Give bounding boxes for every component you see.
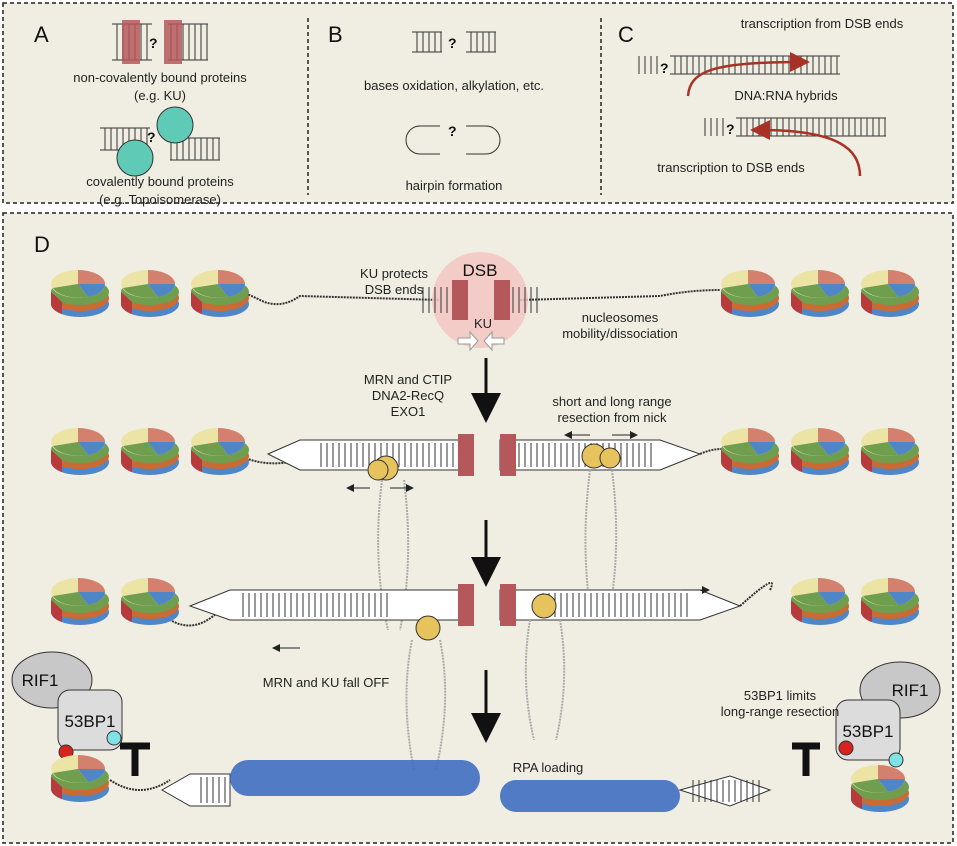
panel-d-letter: D xyxy=(34,232,50,257)
dsb-label: DSB xyxy=(463,261,498,280)
rif1-right: RIF1 xyxy=(892,681,929,700)
ku-protects-label-b: DSB ends xyxy=(365,282,424,297)
panel-b-question-2: ? xyxy=(448,123,457,139)
panel-a-question-1: ? xyxy=(149,35,158,51)
ku-protects-label: KU protects xyxy=(360,266,428,281)
panel-b-letter: B xyxy=(328,22,343,47)
nucleosome xyxy=(721,428,779,475)
nucleosome xyxy=(791,428,849,475)
panel-b-label-2: hairpin formation xyxy=(406,178,503,193)
panel-b-label-1: bases oxidation, alkylation, etc. xyxy=(364,78,544,93)
panel-a-question-2: ? xyxy=(147,129,156,145)
ku-blocked-end-icon xyxy=(112,20,208,64)
nucleosome xyxy=(861,578,919,625)
row3-resection xyxy=(159,581,773,771)
rna-to-end-icon xyxy=(700,117,886,177)
panel-a-label-2b: (e.g. Topoisomerase) xyxy=(99,192,221,207)
nucleosome xyxy=(191,270,249,317)
53bp1-right: 53BP1 xyxy=(842,722,893,741)
row4-rpa xyxy=(109,760,772,812)
nucleosomes-label: nucleosomes xyxy=(582,310,659,325)
row1-chromatin xyxy=(219,252,721,352)
nucleosome xyxy=(121,428,179,475)
exo1-label: EXO1 xyxy=(391,404,426,419)
panel-c-top-label: transcription from DSB ends xyxy=(741,16,904,31)
dna2-label: DNA2-RecQ xyxy=(372,388,444,403)
nucleosome xyxy=(791,270,849,317)
left-53bp1-complex xyxy=(11,651,150,776)
panel-b-question-1: ? xyxy=(448,35,457,51)
panel-c-letter: C xyxy=(618,22,634,47)
nucleosome xyxy=(791,578,849,625)
nucleosome xyxy=(51,270,109,317)
nucleosome xyxy=(721,270,779,317)
short-long-label-b: resection from nick xyxy=(557,410,667,425)
53bp1-left: 53BP1 xyxy=(64,712,115,731)
nucleosomes-label-b: mobility/dissociation xyxy=(562,326,678,341)
nucleosome xyxy=(121,578,179,625)
panel-c-question-2: ? xyxy=(726,121,735,137)
rna-from-end-icon xyxy=(634,52,840,97)
row2-resection xyxy=(229,431,741,631)
topoisomerase-end-icon xyxy=(100,106,220,177)
limits-label-b: long-range resection xyxy=(721,704,840,719)
mrn-ctip-label: MRN and CTIP xyxy=(364,372,452,387)
nucleosome xyxy=(51,755,109,802)
nucleosome xyxy=(121,270,179,317)
rif1-left: RIF1 xyxy=(22,671,59,690)
hairpin-end-icon xyxy=(405,125,501,155)
damaged-base-end-icon xyxy=(412,31,496,53)
panel-c-question-1: ? xyxy=(660,60,669,76)
nucleosome xyxy=(51,428,109,475)
nucleosome xyxy=(51,578,109,625)
panel-a-label-2: covalently bound proteins xyxy=(86,174,234,189)
ku-label: KU xyxy=(474,316,492,331)
nucleosome xyxy=(861,270,919,317)
panel-c-middle-label: DNA:RNA hybrids xyxy=(734,88,838,103)
panel-c-bottom-label: transcription to DSB ends xyxy=(657,160,805,175)
panel-a-letter: A xyxy=(34,22,49,47)
limits-label: 53BP1 limits xyxy=(744,688,817,703)
short-long-label: short and long range xyxy=(552,394,671,409)
panel-a-label-1b: (e.g. KU) xyxy=(134,88,186,103)
nucleosome xyxy=(861,428,919,475)
rpa-loading-label: RPA loading xyxy=(513,760,584,775)
nucleosome xyxy=(851,765,909,812)
nucleosome xyxy=(191,428,249,475)
panel-a-label-1: non-covalently bound proteins xyxy=(73,70,247,85)
right-53bp1-complex xyxy=(792,661,941,776)
mrn-ku-off-label: MRN and KU fall OFF xyxy=(263,675,389,690)
